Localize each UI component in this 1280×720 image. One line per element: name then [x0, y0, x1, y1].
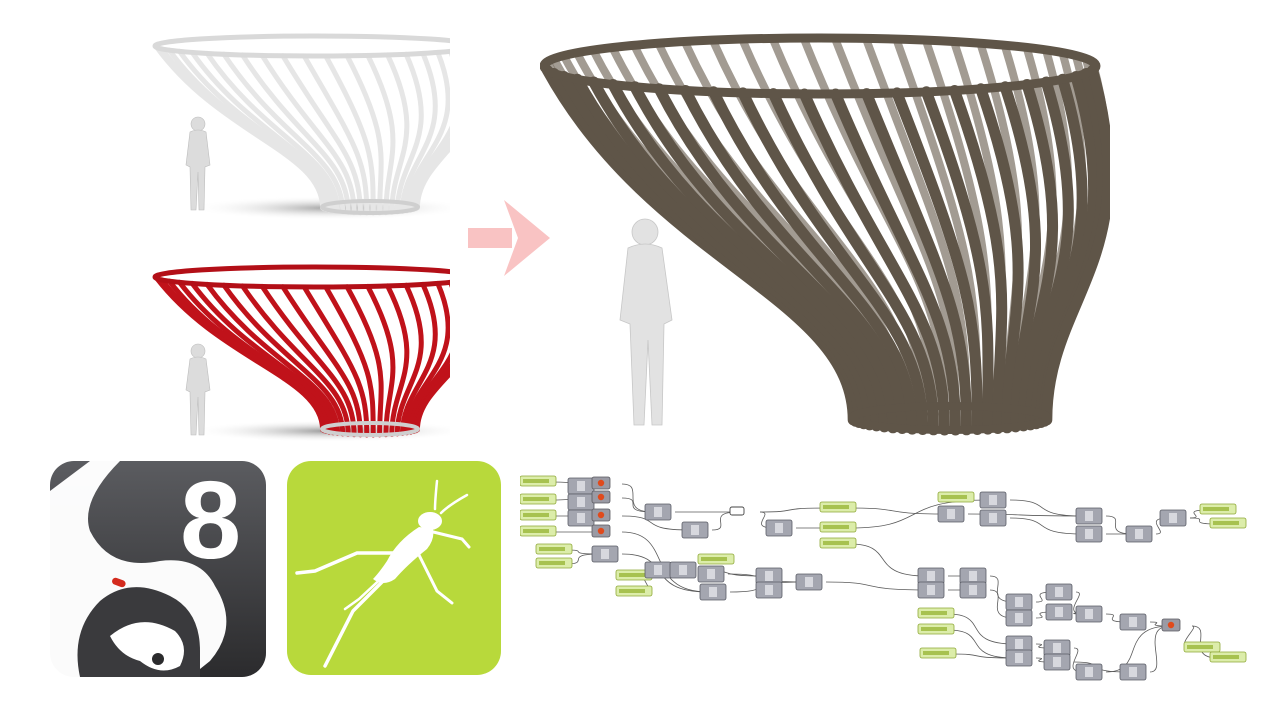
render-red-pavilion — [120, 255, 450, 445]
slat — [830, 88, 961, 436]
slat — [629, 81, 890, 433]
graph-wire — [947, 629, 1015, 659]
pavilion-slats — [541, 64, 1110, 436]
slat — [588, 76, 876, 431]
graph-wire — [849, 543, 927, 577]
slat — [239, 283, 351, 437]
human-figure — [619, 218, 673, 426]
graph-nodes — [520, 475, 1247, 681]
slat — [323, 53, 376, 216]
graph-wire — [1009, 517, 1085, 535]
top-ring — [540, 33, 1101, 99]
slat — [408, 279, 450, 435]
slat — [920, 86, 994, 435]
slat — [653, 83, 899, 434]
arrow-right-icon — [466, 198, 552, 278]
slat — [280, 284, 363, 438]
slat — [999, 81, 1041, 433]
graph-wire — [949, 653, 1015, 659]
graph-wire — [1105, 625, 1171, 673]
slat — [891, 87, 983, 435]
graph-wire — [621, 515, 691, 531]
slat — [408, 48, 450, 213]
slat — [365, 283, 396, 438]
slat — [1024, 76, 1074, 431]
slat — [239, 52, 351, 215]
slat — [259, 283, 357, 438]
slat — [680, 85, 908, 434]
slat — [385, 52, 410, 215]
slat — [204, 50, 341, 214]
slat — [414, 369, 450, 433]
slat — [1041, 64, 1110, 426]
rhino-8-logo: 8 — [50, 461, 266, 677]
slat — [1018, 79, 1058, 432]
graph-wire — [849, 507, 947, 515]
slat — [166, 47, 329, 212]
slat — [394, 282, 424, 437]
graph-wire — [621, 483, 654, 513]
graph-wire — [1189, 517, 1219, 525]
slat — [189, 49, 336, 214]
slat — [607, 79, 882, 432]
human-figure — [185, 116, 211, 211]
slat — [177, 279, 332, 435]
graph-wire — [1105, 515, 1135, 535]
graph-node — [729, 506, 745, 516]
slat — [975, 83, 1024, 434]
graph-wire — [1009, 499, 1085, 517]
slat — [344, 53, 384, 216]
render-brown-pavilion — [540, 20, 1110, 440]
render-white-pavilion — [120, 30, 450, 225]
slat — [189, 280, 336, 436]
slat — [949, 85, 1008, 434]
graph-wire — [849, 499, 989, 529]
top-ring — [152, 33, 450, 59]
slat — [404, 49, 450, 214]
slat — [385, 283, 410, 437]
slat — [301, 284, 370, 438]
slat — [399, 50, 438, 214]
graph-wire — [1149, 625, 1171, 673]
slat — [861, 88, 972, 436]
slat — [221, 51, 346, 215]
pavilion-slats — [154, 45, 450, 216]
slat — [221, 282, 346, 437]
base-ring — [320, 421, 420, 437]
slat — [259, 52, 357, 216]
base-ring — [848, 402, 1052, 434]
rhino-version-number: 8 — [180, 461, 241, 582]
slat — [399, 281, 438, 436]
pavilion-slats — [154, 276, 450, 438]
graph-wire — [947, 613, 1015, 645]
slat — [767, 88, 939, 436]
graph-wire — [759, 507, 829, 513]
graph-wire — [621, 497, 654, 513]
slat — [280, 53, 363, 216]
base-ring — [320, 199, 420, 215]
slat — [404, 280, 450, 436]
top-ring — [152, 264, 450, 290]
graph-wire — [825, 581, 927, 591]
human-figure — [185, 343, 211, 436]
slat — [344, 284, 384, 438]
slat — [708, 86, 918, 435]
slat — [365, 52, 396, 216]
slat — [737, 87, 929, 435]
slat — [414, 144, 450, 211]
grasshopper-icon — [295, 479, 471, 668]
slat — [798, 88, 950, 436]
slat — [166, 278, 329, 434]
grasshopper-logo — [287, 461, 501, 675]
grasshopper-node-graph — [520, 462, 1260, 692]
slat — [394, 51, 424, 215]
slat — [323, 284, 376, 438]
slat — [177, 48, 332, 213]
slat — [204, 281, 341, 436]
slat — [301, 53, 370, 216]
